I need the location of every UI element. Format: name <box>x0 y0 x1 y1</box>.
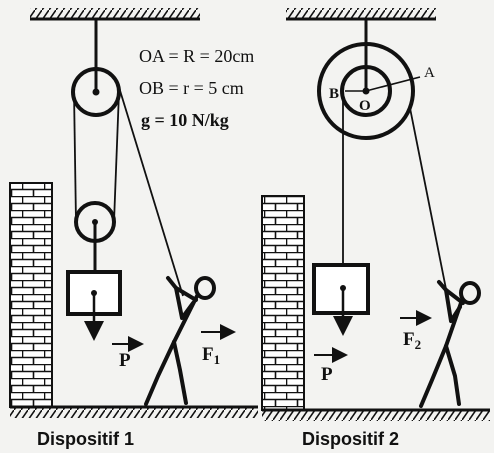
stepped-pulley <box>317 42 421 140</box>
rope-to-person-2 <box>409 107 448 295</box>
point-b-label: B <box>329 86 339 102</box>
force-vector-1: F1 <box>201 324 236 367</box>
caption-dispositif-1: Dispositif 1 <box>37 429 134 449</box>
ceiling-2 <box>286 8 436 21</box>
movable-pulley <box>74 201 116 272</box>
load-block-2 <box>312 263 370 336</box>
label-ob: OB = r = 5 cm <box>139 78 244 98</box>
dispositif-2: A B O P <box>261 8 490 449</box>
rope-to-person-1 <box>117 83 184 297</box>
rope-anchor-left <box>73 91 77 223</box>
weight-label-2: P <box>321 364 333 385</box>
floor-1 <box>10 405 258 418</box>
person-pulling-1 <box>144 276 216 406</box>
floor-2 <box>262 408 490 421</box>
caption-dispositif-2: Dispositif 2 <box>302 429 399 449</box>
label-oa: OA = R = 20cm <box>139 46 254 66</box>
weight-vector-1: P <box>112 336 144 371</box>
brick-wall-1 <box>9 182 53 408</box>
point-a-label: A <box>424 65 435 81</box>
rope-pulley-to-movable <box>113 91 120 223</box>
load-block-1 <box>66 270 122 341</box>
dispositif-1: P F1 OA = R = 20cm OB = r = 5 cm <box>9 8 258 449</box>
label-g: g = 10 N/kg <box>141 110 229 130</box>
point-o-label: O <box>359 98 371 114</box>
person-pulling-2 <box>419 280 481 408</box>
force-label-2: F2 <box>403 329 421 352</box>
weight-label-1: P <box>119 350 131 371</box>
weight-vector-2: P <box>314 347 348 385</box>
ceiling-1 <box>30 8 200 21</box>
force-vector-2: F2 <box>400 310 432 352</box>
brick-wall-2 <box>261 195 305 411</box>
force-label-1: F1 <box>202 344 220 367</box>
